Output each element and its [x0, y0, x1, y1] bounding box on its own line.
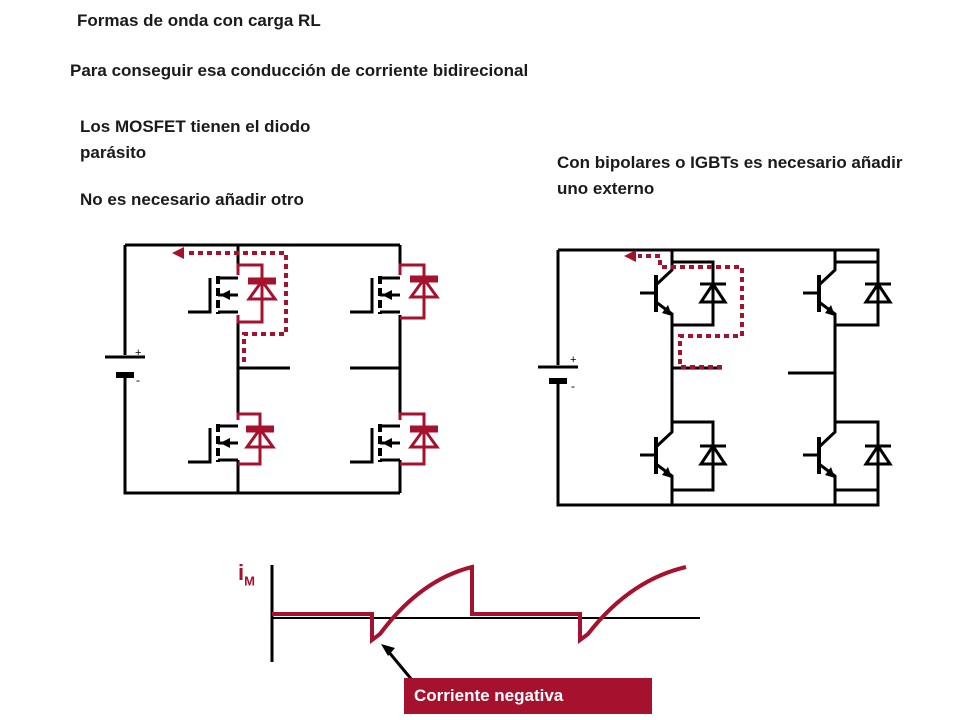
battery-icon: + - — [538, 354, 578, 393]
current-arrow-icon — [624, 250, 636, 262]
slide-title: Formas de onda con carga RL — [77, 11, 321, 30]
battery-minus: - — [571, 379, 575, 393]
waveform-trace — [272, 564, 687, 644]
battery-plus: + — [135, 347, 141, 359]
transistor-t4 — [803, 420, 893, 492]
transistor-t2 — [640, 420, 728, 492]
bipolar-note: Con bipolares o IGBTs es necesario añadi… — [557, 153, 903, 199]
battery-icon: + - — [105, 347, 145, 387]
waveform-label: iM — [238, 560, 255, 589]
mosfet-bridge: + - — [105, 243, 438, 495]
negative-current-callout: Corriente negativa — [404, 678, 652, 714]
slide-subtitle: Para conseguir esa conducción de corrien… — [70, 61, 529, 80]
bjt-bridge: + - — [538, 248, 893, 507]
callout-pointer — [386, 650, 414, 681]
transistor-t3 — [803, 260, 893, 327]
battery-minus: - — [136, 373, 140, 387]
mosfet-note: Los MOSFET tienen el diodo parásito — [80, 117, 311, 163]
current-path — [638, 254, 744, 369]
current-path — [185, 251, 288, 362]
mosfet-q1 — [188, 263, 276, 324]
mosfet-q2 — [188, 412, 274, 466]
current-arrow-icon — [172, 247, 184, 259]
current-waveform — [270, 564, 700, 681]
mosfet-q4 — [350, 412, 438, 466]
battery-plus: + — [570, 354, 576, 366]
mosfet-q3 — [350, 263, 438, 320]
callout-arrow-icon — [381, 644, 395, 656]
mosfet-note-2: No es necesario añadir otro — [80, 190, 304, 209]
transistor-t1 — [640, 260, 728, 327]
